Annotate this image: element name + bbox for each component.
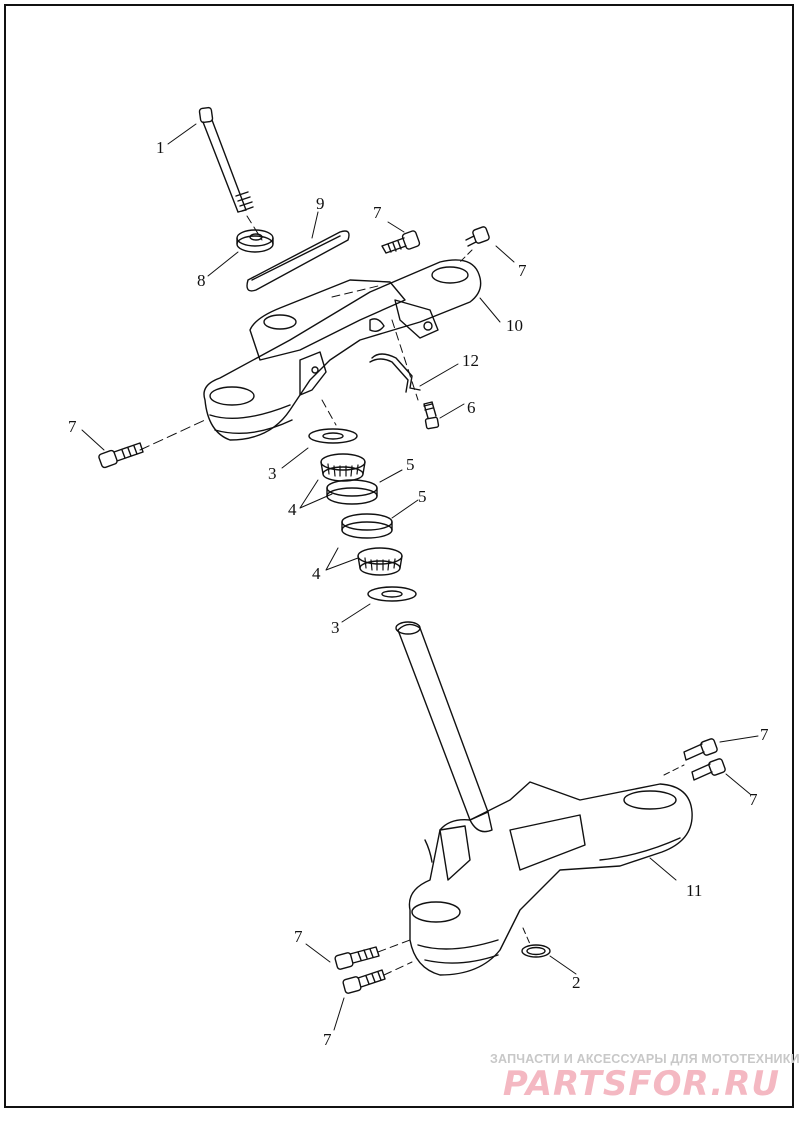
part-4-bearing-upper [320,453,366,482]
part-3-washer-lower [367,586,417,602]
part-7-bolt-upper-left [98,442,144,469]
part-5-race-upper [326,479,378,505]
callout-7: 7 [749,790,758,809]
callout-12: 12 [462,351,479,370]
axis-line-2b [522,927,531,945]
part-7-bolt-upper-right [381,230,421,254]
callout-3: 3 [331,618,340,637]
callout-10: 10 [506,316,523,335]
callout-7: 7 [323,1030,332,1049]
part-9-cover-plate [246,230,350,292]
axis-line-6 [391,319,419,401]
part-7-bolt-lower-left-top [334,946,380,970]
callout-7: 7 [373,203,382,222]
callout-7: 7 [760,725,769,744]
axis-line-7c [459,249,473,263]
callout-1: 1 [156,138,165,157]
part-10-upper-bracket [203,259,482,441]
watermark-logo: PARTSFOR.RU [502,1064,780,1104]
callout-5: 5 [418,487,427,506]
part-2-retaining-ring [521,944,551,958]
part-7-bolt-lower-right-top [683,738,718,761]
callout-8: 8 [197,271,206,290]
axis-line-7a [139,419,206,451]
part-7-bolt-lower-right-bottom [691,758,726,781]
part-5-race-lower [341,513,393,539]
callout-5: 5 [406,455,415,474]
callout-7: 7 [68,417,77,436]
diagram-frame [4,4,794,1108]
callout-6: 6 [467,398,476,417]
callout-4: 4 [312,564,321,583]
callout-3: 3 [268,464,277,483]
part-4-bearing-lower [357,547,403,576]
part-11-lower-bracket [395,621,693,976]
callout-2: 2 [572,973,581,992]
part-7-bolt-upper-far-right [465,226,490,247]
part-12-clip [369,353,421,393]
part-1-stem-bolt [198,106,254,213]
callout-7: 7 [294,927,303,946]
axis-line-7e [377,939,411,953]
leader-lines [81,123,759,1031]
callout-4: 4 [288,500,297,519]
callout-7: 7 [518,261,527,280]
axis-line-1 [246,215,263,241]
watermark-tagline: ЗАПЧАСТИ И АКСЕССУАРЫ ДЛЯ МОТОТЕХНИКИ [490,1052,800,1066]
axis-line-7f [383,961,413,976]
axis-line-7d [663,764,685,776]
part-7-bolt-lower-left-bottom [342,969,386,994]
part-6-screw [423,401,440,430]
axis-line-7b [331,285,379,298]
part-8-spacer [236,229,274,253]
callout-11: 11 [686,881,702,900]
callout-9: 9 [316,194,325,213]
axis-line-2 [321,399,337,426]
part-3-washer-upper [308,428,358,444]
